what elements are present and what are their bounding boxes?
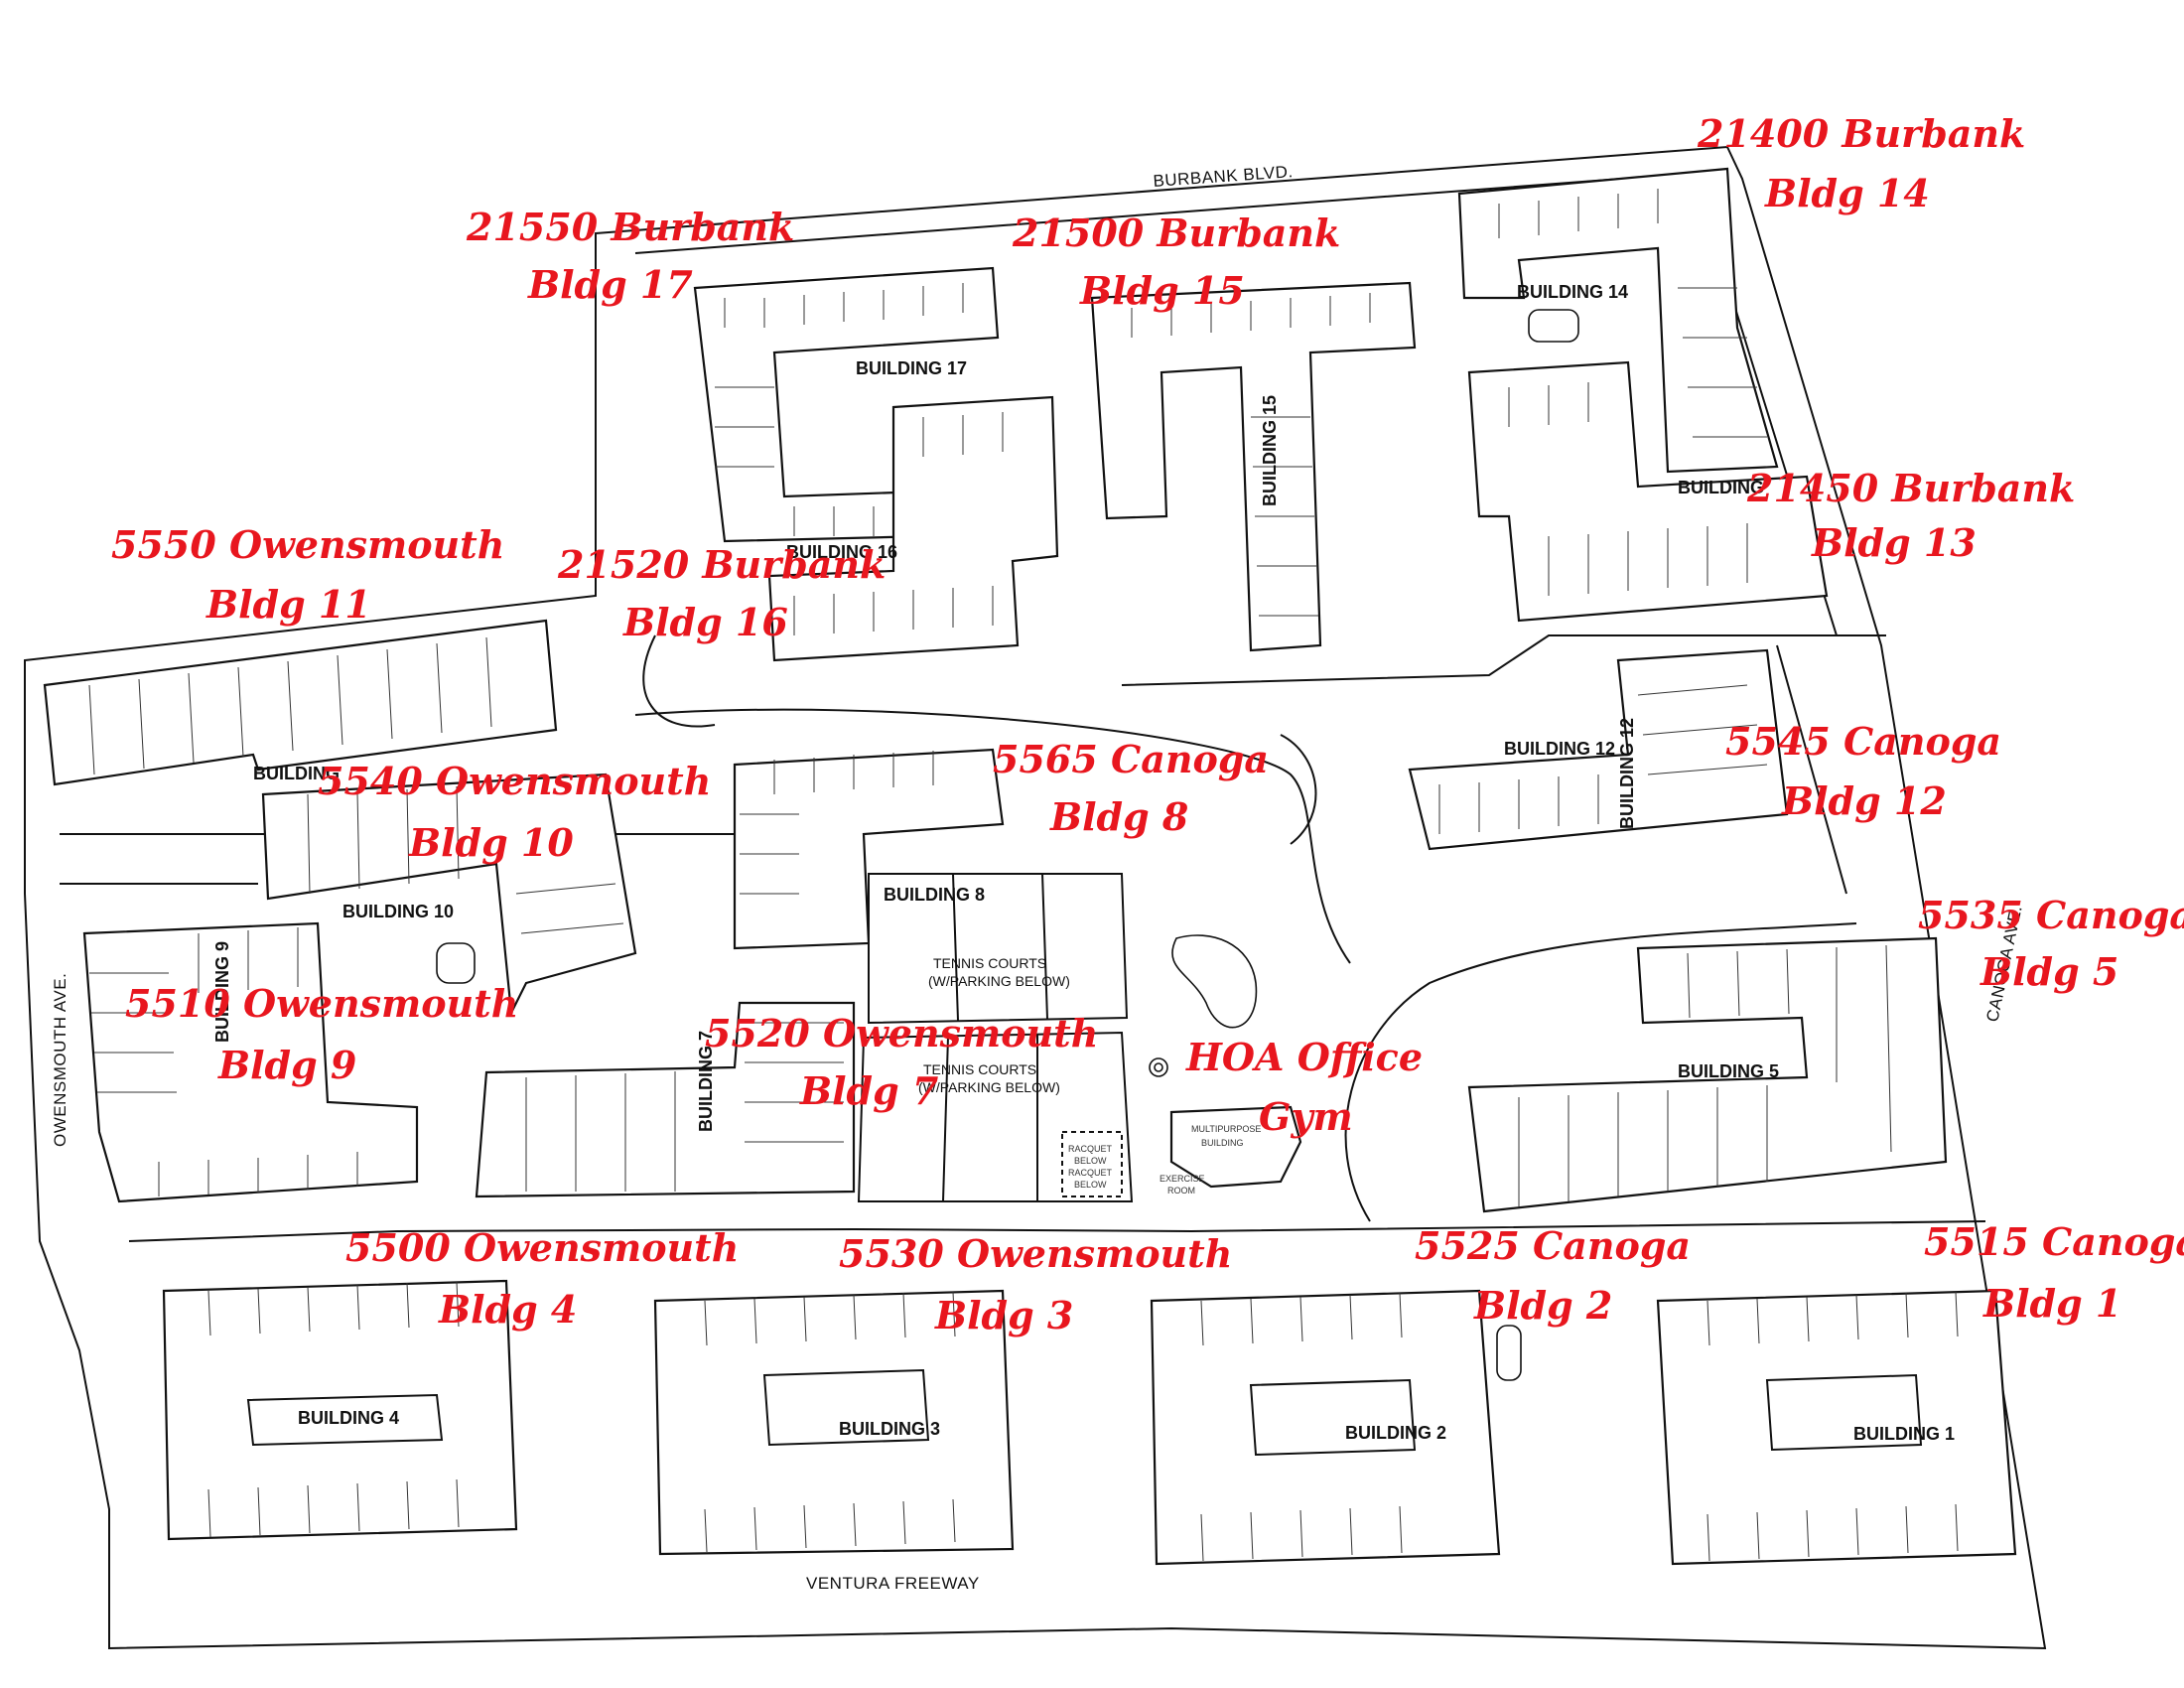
building-8-label: BUILDING 8 — [884, 885, 985, 905]
building-16-label: BUILDING 16 — [786, 542, 897, 562]
annotation-bldg-10-line2: Bldg 10 — [408, 820, 574, 865]
annotation-bldg-8-line2: Bldg 8 — [1049, 794, 1188, 839]
annotation-bldg-3-line2: Bldg 3 — [934, 1293, 1073, 1337]
building-2-label: BUILDING 2 — [1345, 1423, 1446, 1443]
building-2 — [1150, 1289, 1501, 1566]
building-17 — [693, 266, 1000, 543]
cul-de-sac-2 — [1280, 734, 1317, 845]
building-3 — [653, 1289, 1015, 1556]
annotation-bldg-11-line2: Bldg 11 — [205, 582, 371, 627]
hoa-marker-inner — [1154, 1062, 1163, 1072]
annotation-bldg-1-line1: 5515 Canoga — [1924, 1219, 2184, 1264]
annotation-bldg-12-line1: 5545 Canoga — [1725, 719, 2001, 764]
annotation-bldg-16-line2: Bldg 16 — [622, 600, 788, 644]
building-17-label: BUILDING 17 — [856, 358, 967, 378]
building-15 — [1090, 281, 1417, 652]
building-7 — [475, 1001, 856, 1198]
cul-de-sac — [642, 634, 716, 728]
building-3-label: BUILDING 3 — [839, 1419, 940, 1439]
racquet-label-2: BELOW — [1074, 1156, 1107, 1166]
building-14 — [1457, 167, 1779, 474]
internal-road-mid — [1121, 634, 1886, 686]
building-10-label: BUILDING 10 — [342, 902, 454, 921]
annotation-bldg-9-line1: 5510 Owensmouth — [125, 981, 518, 1026]
building-13 — [1467, 360, 1829, 623]
annotation-bldg-4-line2: Bldg 4 — [438, 1287, 577, 1332]
annotation-bldg-13-line1: 21450 Burbank — [1746, 466, 2075, 510]
street-south: VENTURA FREEWAY — [806, 1574, 980, 1593]
annotation-gym: Gym — [1259, 1094, 1353, 1139]
annotation-hoa-office: HOA Office — [1185, 1035, 1423, 1079]
racquet-label-4: BELOW — [1074, 1180, 1107, 1190]
street-west: OWENSMOUTH AVE. — [51, 973, 69, 1147]
pool-2 — [1496, 1325, 1522, 1381]
annotation-bldg-2-line1: 5525 Canoga — [1415, 1223, 1691, 1268]
annotation-bldg-5-line2: Bldg 5 — [1979, 949, 2118, 994]
annotation-bldg-13-line2: Bldg 13 — [1811, 520, 1977, 565]
building-8 — [733, 748, 1005, 950]
racquet-label-3: RACQUET — [1068, 1168, 1113, 1178]
annotation-bldg-1-line2: Bldg 1 — [1982, 1281, 2121, 1326]
multipurpose-label-2: BUILDING — [1201, 1138, 1244, 1148]
building-12-label: BUILDING 12 — [1504, 739, 1615, 759]
building-14-label: BUILDING 14 — [1517, 282, 1628, 302]
tennis-courts-south — [857, 1031, 1134, 1202]
annotation-bldg-15-line2: Bldg 15 — [1079, 268, 1245, 313]
racquet-label-1: RACQUET — [1068, 1144, 1113, 1154]
annotation-bldg-17-line2: Bldg 17 — [527, 262, 693, 307]
building-11 — [43, 619, 558, 786]
building-10 — [261, 773, 637, 1017]
multipurpose-label-1: MULTIPURPOSE — [1191, 1124, 1261, 1134]
building-1-label: BUILDING 1 — [1853, 1424, 1955, 1444]
annotation-bldg-16-line1: 21520 Burbank — [557, 542, 886, 587]
annotation-bldg-10-line1: 5540 Owensmouth — [318, 759, 711, 803]
internal-road-center — [634, 708, 1351, 964]
internal-road-east — [1776, 644, 1847, 895]
building-4-label: BUILDING 4 — [298, 1408, 399, 1428]
building-5-label: BUILDING 5 — [1678, 1061, 1779, 1081]
annotation-bldg-2-line2: Bldg 2 — [1473, 1283, 1612, 1328]
tennis-sub-north: (W/PARKING BELOW) — [928, 973, 1070, 989]
building-16 — [767, 395, 1059, 662]
multipurpose-building — [1169, 1105, 1302, 1189]
building-11-label: BUILDING — [253, 764, 340, 783]
annotation-bldg-14-line2: Bldg 14 — [1764, 171, 1930, 215]
annotation-bldg-5-line1: 5535 Canoga — [1918, 893, 2184, 937]
annotation-bldg-4-line1: 5500 Owensmouth — [345, 1225, 739, 1270]
building-1 — [1656, 1289, 2017, 1566]
annotation-bldg-12-line2: Bldg 12 — [1781, 778, 1947, 823]
building-4 — [162, 1279, 518, 1541]
annotation-bldg-7-line2: Bldg 7 — [799, 1068, 938, 1113]
pool-14 — [1528, 309, 1579, 343]
property-boundary — [24, 145, 2047, 1650]
tennis-sub-south: (W/PARKING BELOW) — [918, 1079, 1060, 1095]
annotation-bldg-17-line1: 21550 Burbank — [466, 205, 794, 249]
building-7-label: BUILDING 7 — [696, 1031, 716, 1132]
annotation-bldg-3-line1: 5530 Owensmouth — [839, 1231, 1232, 1276]
building-9 — [82, 921, 419, 1203]
building-5 — [1467, 936, 1948, 1213]
building-12 — [1408, 648, 1789, 851]
exercise-label-1: EXERCISE — [1160, 1174, 1205, 1184]
building-15-label: BUILDING 15 — [1260, 395, 1280, 506]
exercise-label-2: ROOM — [1167, 1186, 1195, 1196]
annotation-bldg-15-line1: 21500 Burbank — [1012, 211, 1340, 255]
tennis-label-north: TENNIS COURTS — [933, 955, 1046, 971]
tennis-label-south: TENNIS COURTS — [923, 1061, 1036, 1077]
internal-road-loop — [1344, 922, 1857, 1222]
building-9-label: BUILDING 9 — [212, 941, 232, 1043]
pool-10 — [436, 942, 476, 984]
pool-center — [1171, 934, 1258, 1029]
building-13-label: BUILDING — [1678, 478, 1764, 497]
annotation-bldg-9-line2: Bldg 9 — [217, 1043, 356, 1087]
building-12-label-vertical: BUILDING 12 — [1617, 718, 1637, 829]
annotation-bldg-7-line1: 5520 Owensmouth — [705, 1011, 1098, 1055]
internal-road-south — [128, 1220, 1986, 1242]
tennis-courts-north — [868, 873, 1129, 1025]
annotation-bldg-8-line1: 5565 Canoga — [993, 737, 1269, 781]
annotation-bldg-14-line1: 21400 Burbank — [1697, 111, 2025, 156]
annotation-bldg-11-line1: 5550 Owensmouth — [111, 522, 504, 567]
